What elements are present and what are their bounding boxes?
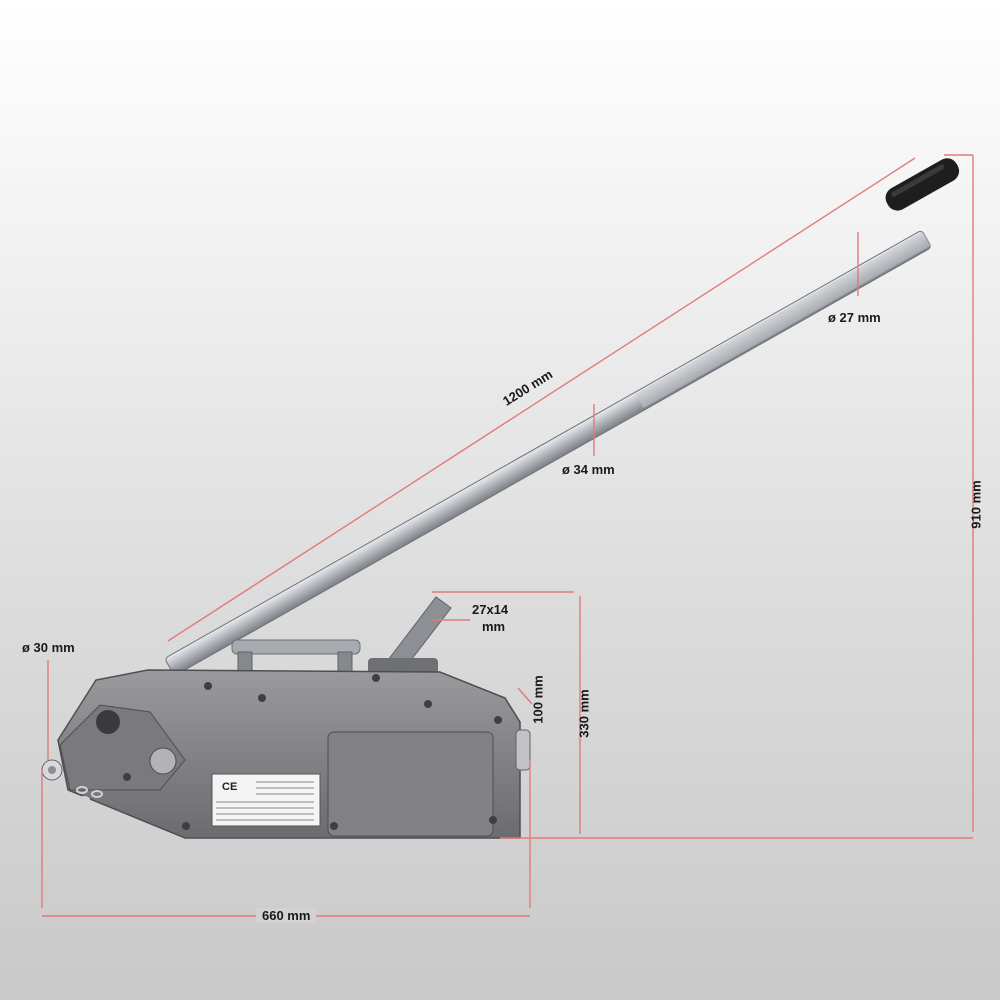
hoist-housing <box>57 669 531 839</box>
handle-length-line <box>167 157 916 642</box>
end-width-leader <box>517 687 533 705</box>
release-lever <box>368 596 452 680</box>
end-width-label: 100 mm <box>530 675 546 724</box>
lever-section-label-line1: 27x14 <box>472 602 509 617</box>
anchor-pin <box>41 759 63 781</box>
handle-rod <box>165 230 931 675</box>
body-height-label: 330 mm <box>576 689 592 738</box>
housing-bolts <box>123 674 502 830</box>
lever-section-label-line2: mm <box>482 619 506 634</box>
handle-dia-mid-label: ø 34 mm <box>562 462 615 477</box>
handle-dia-tip-label: ø 27 mm <box>828 310 881 325</box>
nameplate: CE <box>211 773 321 827</box>
total-height-label: 910 mm <box>968 480 984 529</box>
ce-mark: CE <box>222 781 237 793</box>
safety-chain <box>76 786 103 824</box>
body-length-label: 660 mm <box>256 908 317 923</box>
handle-grip <box>885 158 960 211</box>
dimension-lines <box>41 154 974 917</box>
pin-dia-label: ø 30 mm <box>22 640 75 655</box>
